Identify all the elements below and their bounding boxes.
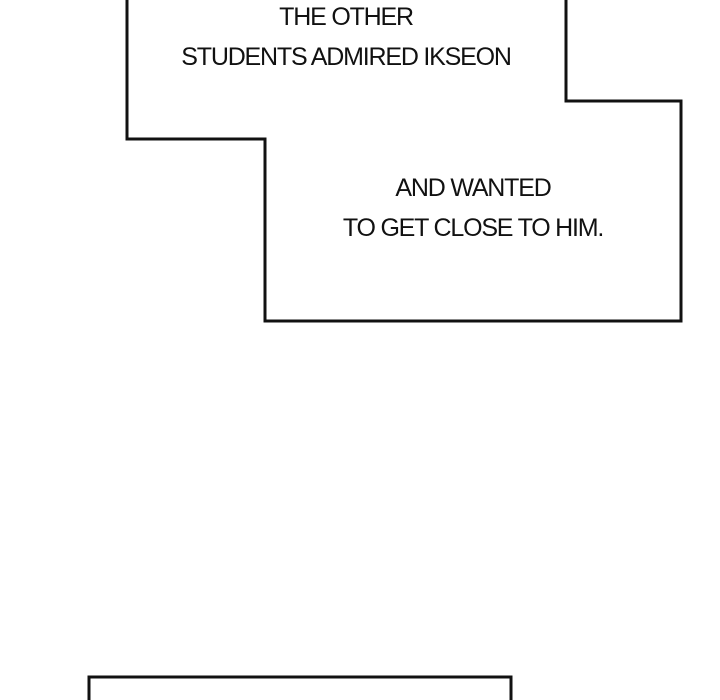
caption-2-line-1: AND WANTED	[395, 174, 551, 202]
narration-box-upper	[125, 0, 683, 323]
lower-panel-border	[87, 675, 513, 700]
narration-caption-1: THE OTHER STUDENTS ADMIRED IKSEON	[160, 0, 532, 77]
narration-caption-2: AND WANTED TO GET CLOSE TO HIM.	[320, 168, 626, 248]
caption-2-line-2: TO GET CLOSE TO HIM.	[342, 214, 605, 242]
caption-1-line-1: THE OTHER	[279, 3, 414, 31]
caption-1-line-2: STUDENTS ADMIRED IKSEON	[181, 43, 512, 71]
